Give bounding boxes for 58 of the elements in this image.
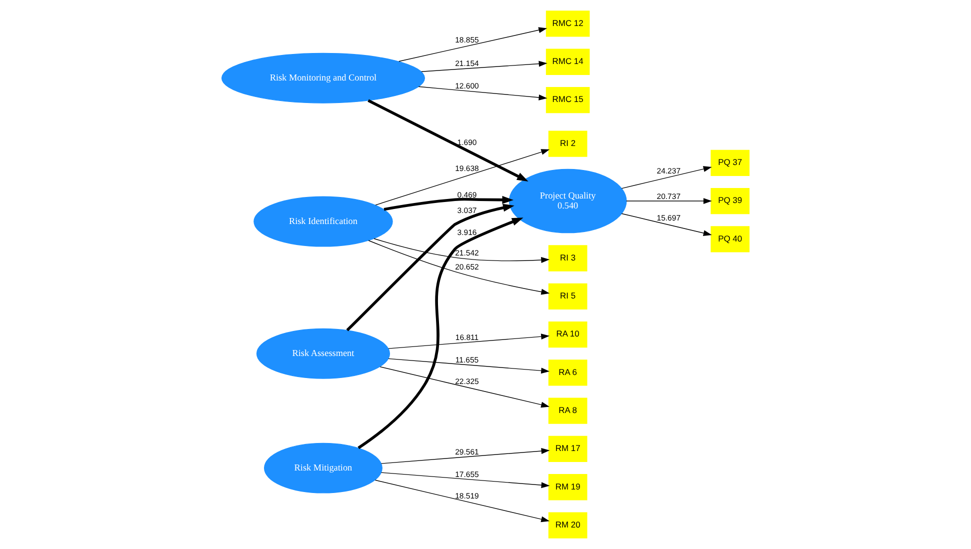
node-box: RMC 14 [546, 48, 590, 75]
node-box: RM 20 [548, 512, 588, 538]
edge-label: 12.600 [455, 82, 479, 91]
node-box: RA 6 [548, 360, 588, 386]
edge-label: 20.737 [656, 192, 681, 201]
node-box: RM 19 [548, 474, 588, 500]
arrow [380, 366, 550, 408]
node-box: RA 8 [548, 398, 588, 424]
node-box: RMC 12 [546, 10, 590, 37]
edge-label: 0.469 [457, 190, 477, 200]
arrow [398, 27, 548, 62]
node-box: RI 2 [548, 130, 588, 157]
node-box: RI 3 [548, 245, 588, 272]
node-ellipse: Project Quality 0.540 [508, 168, 627, 234]
node-ellipse: Risk Identification [254, 196, 393, 247]
node-ellipse: Risk Monitoring and Control [221, 52, 425, 104]
edge-label: 21.542 [455, 248, 479, 258]
arrow [621, 213, 712, 236]
edge-label: 3.916 [457, 228, 477, 237]
arrow [358, 218, 524, 450]
edge-label: 17.655 [455, 470, 479, 480]
edge-label: 19.638 [455, 164, 479, 174]
arrow [375, 149, 550, 206]
edge-label: 15.697 [656, 214, 681, 223]
edge-label: 1.690 [457, 138, 477, 148]
edge-label: 21.154 [455, 58, 479, 68]
arrow [621, 166, 712, 189]
edge-label: 11.655 [455, 356, 479, 365]
node-box: PQ 39 [710, 188, 750, 214]
edge-label: 16.811 [455, 333, 479, 342]
edge-label: 24.237 [656, 166, 681, 176]
arrow [374, 480, 550, 522]
node-box: PQ 40 [710, 226, 750, 252]
arrow [421, 60, 548, 72]
arrow [384, 196, 514, 211]
node-box: RI 5 [548, 283, 588, 310]
node-box: RMC 15 [546, 86, 590, 114]
edge-label: 18.519 [455, 491, 479, 500]
arrow [380, 448, 550, 464]
edge-label: 29.561 [455, 447, 479, 456]
arrow [418, 86, 548, 100]
arrow [388, 358, 550, 374]
arrow [374, 238, 550, 263]
node-box: PQ 37 [710, 150, 750, 176]
node-ellipse: Risk Mitigation [264, 442, 382, 494]
arrow [346, 204, 514, 332]
edge-label: 3.037 [457, 206, 477, 215]
arrow [380, 472, 550, 488]
arrow [368, 99, 528, 182]
arrow [368, 240, 550, 295]
node-box: RM 17 [548, 436, 588, 462]
arrow [626, 198, 712, 204]
edge-label: 18.855 [455, 36, 479, 45]
arrow [388, 334, 550, 349]
edge-label: 22.325 [455, 376, 479, 386]
node-ellipse: Risk Assessment [256, 328, 390, 379]
edge-label: 20.652 [455, 262, 479, 272]
node-box: RA 10 [548, 321, 588, 348]
